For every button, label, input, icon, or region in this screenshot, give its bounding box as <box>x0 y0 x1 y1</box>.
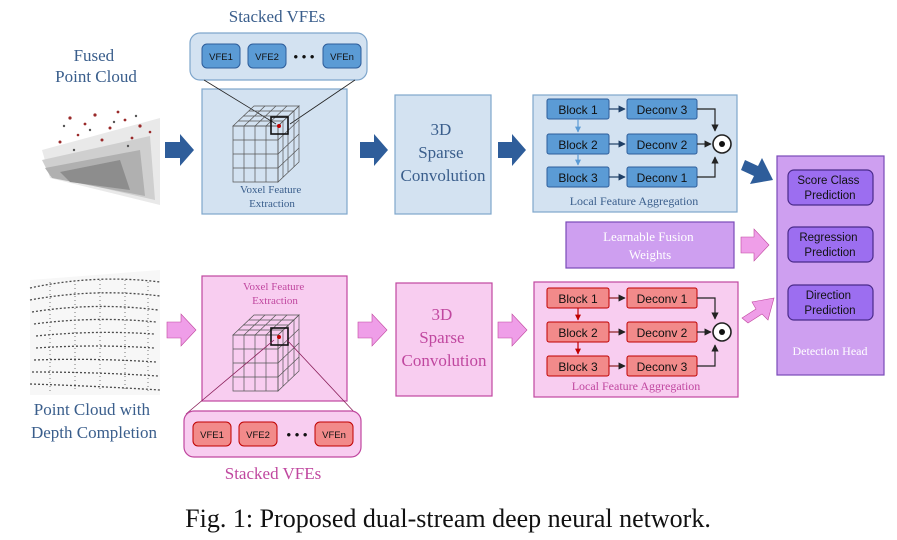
bottom-vfe-n-label: VFEn <box>322 430 346 441</box>
fusion-weights-box <box>565 221 735 269</box>
bottom-vfe-n <box>314 421 354 447</box>
bottom-deconv-a-label: Deconv 1 <box>637 292 688 306</box>
top-arrow-2 <box>360 134 388 166</box>
top-lfa-label: Local Feature Aggregation <box>570 194 699 208</box>
bottom-vfe-1-label: VFE1 <box>200 430 224 441</box>
top-vfe-1 <box>201 43 241 69</box>
top-vfe-2 <box>247 43 287 69</box>
bottom-arrow-2 <box>357 313 388 347</box>
top-deconv-a-label: Deconv 3 <box>637 103 688 117</box>
bottom-deconv-b-label: Deconv 2 <box>637 326 688 340</box>
top-arrow-1 <box>165 134 194 166</box>
bottom-sparse-conv-label: 3D Sparse Convolution <box>401 305 487 370</box>
score-class-prediction-box <box>787 169 874 206</box>
regression-prediction-label: Regression Prediction <box>799 232 860 259</box>
bottom-stacked-vfes-title: Stacked VFEs <box>225 464 322 483</box>
direction-prediction-label: Direction Prediction <box>804 290 855 317</box>
top-deconv-b-label: Deconv 2 <box>637 138 688 152</box>
fusion-arrow <box>740 228 770 262</box>
top-block-1-label: Block 1 <box>558 103 598 117</box>
detection-head-label: Detection Head <box>793 344 868 358</box>
top-deconv-c-label: Deconv 1 <box>637 171 688 185</box>
top-arrow-3 <box>498 134 526 166</box>
fused-point-cloud-image <box>42 110 160 205</box>
top-vfe-ellipsis: • • • <box>294 49 315 64</box>
bottom-vfe-2-label: VFE2 <box>246 430 270 441</box>
bottom-voxel-label: Voxel Feature Extraction <box>243 281 307 307</box>
bottom-block-3-label: Block 3 <box>558 360 598 374</box>
bottom-stream: Point Cloud with Depth Completion Voxel … <box>29 270 775 483</box>
top-sparse-conv-label: 3D Sparse Convolution <box>400 120 486 185</box>
direction-prediction-box <box>787 284 874 321</box>
detection-head: Score Class Prediction Regression Predic… <box>776 155 885 376</box>
top-stream: Fused Point Cloud Stacked VFEs <box>42 7 773 215</box>
top-block-2-label: Block 2 <box>558 138 598 152</box>
bottom-vfe-1 <box>192 421 232 447</box>
top-sparse-conv-box <box>394 94 492 215</box>
top-stacked-vfes-title: Stacked VFEs <box>229 7 326 26</box>
bottom-voxel-grid-icon <box>232 314 300 392</box>
top-voxel-grid-icon <box>232 105 300 183</box>
figure-caption: Fig. 1: Proposed dual-stream deep neural… <box>185 504 711 533</box>
bottom-arrow-1 <box>166 313 197 347</box>
bottom-input-label: Point Cloud with Depth Completion <box>31 400 158 442</box>
top-vfe-1-label: VFE1 <box>209 52 233 63</box>
regression-prediction-box <box>787 226 874 263</box>
bottom-block-1-label: Block 1 <box>558 292 598 306</box>
top-input-label: Fused Point Cloud <box>55 46 137 86</box>
top-vfe-n <box>322 43 362 69</box>
bottom-vfe-ellipsis: • • • <box>287 427 308 442</box>
bottom-arrow-4 <box>741 297 775 324</box>
bottom-lfa-label: Local Feature Aggregation <box>572 379 701 393</box>
top-voxel-panel <box>201 88 348 215</box>
bottom-arrow-3 <box>497 313 528 347</box>
depth-completion-point-cloud-image <box>29 270 161 395</box>
bottom-voxel-highlight <box>270 327 289 346</box>
bottom-block-2-label: Block 2 <box>558 326 598 340</box>
top-voxel-highlight <box>270 116 289 135</box>
bottom-sparse-conv-box <box>395 282 493 397</box>
top-vfe-n-label: VFEn <box>330 52 354 63</box>
score-class-prediction-label: Score Class Prediction <box>797 175 862 202</box>
top-arrow-4 <box>741 158 773 184</box>
bottom-deconv-c-label: Deconv 3 <box>637 360 688 374</box>
top-vfe-2-label: VFE2 <box>255 52 279 63</box>
top-block-3-label: Block 3 <box>558 171 598 185</box>
bottom-vfe-2 <box>238 421 278 447</box>
top-voxel-label: Voxel Feature Extraction <box>240 184 304 210</box>
fusion-weights-label: Learnable Fusion Weights <box>603 229 697 262</box>
fusion-weights: Learnable Fusion Weights <box>565 221 770 269</box>
